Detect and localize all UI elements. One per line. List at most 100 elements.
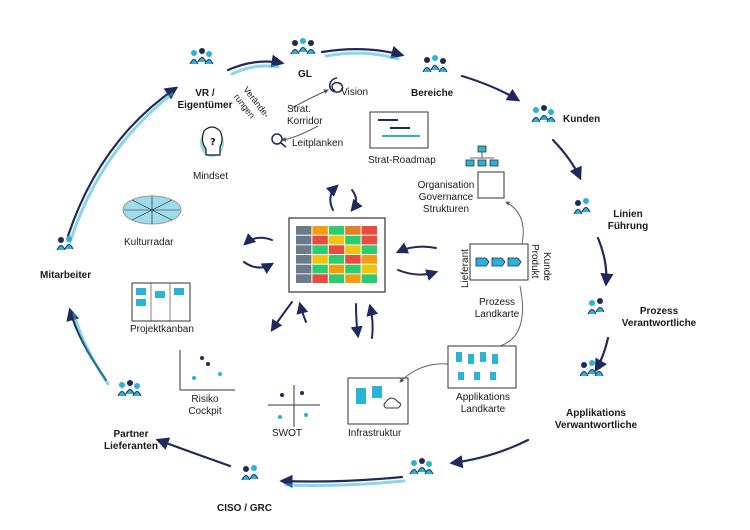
- matrix-cell: [296, 235, 312, 245]
- organisation-box: [477, 171, 505, 199]
- label-app-landkarte-line1: Applikations: [456, 392, 510, 403]
- label-strat-roadmap: Strat-Roadmap: [368, 155, 436, 166]
- risiko-cockpit-icon: [179, 350, 235, 391]
- matrix-cell: [312, 274, 328, 283]
- people-icon-linien: [573, 198, 591, 215]
- label-vr: VR / Eigentümer: [170, 88, 240, 112]
- label-risiko-cockpit: Risiko Cockpit: [180, 394, 230, 418]
- label-prozess: Prozess Verantwortliche: [612, 306, 706, 330]
- matrix-cell: [312, 226, 328, 235]
- matrix-cell: [328, 226, 345, 235]
- label-applikations-line2: Verwantwortliche: [554, 420, 638, 431]
- matrix-cell: [296, 264, 312, 274]
- people-icon-partner: [117, 380, 142, 397]
- label-prozess-line1: Prozess: [639, 306, 679, 317]
- label-swot: SWOT: [272, 428, 302, 439]
- label-infrastruktur: Infrastruktur: [348, 428, 402, 439]
- matrix-cell: [361, 235, 377, 245]
- projektkanban-icon: [131, 282, 191, 322]
- matrix-cell: [361, 245, 377, 254]
- arrow-veraenderungen-to-vision: [291, 89, 329, 109]
- arrow-bereiche-to-kunden: [460, 74, 521, 102]
- label-partner: Partner Lieferanten: [96, 429, 166, 453]
- mindset-head-icon: ?: [200, 126, 224, 157]
- label-partner-line2: Lieferanten: [104, 441, 158, 452]
- arrow-leitplanken: [281, 125, 319, 142]
- matrix-cell: [312, 264, 328, 274]
- matrix-cell: [328, 264, 345, 274]
- label-vr-line1: VR /: [195, 88, 215, 99]
- matrix-cell: [296, 245, 312, 254]
- label-strat-korridor-line2: Korridor: [287, 116, 323, 127]
- people-icon-kunden: [531, 105, 556, 123]
- kulturradar-icon: [122, 195, 182, 225]
- label-bereiche: Bereiche: [411, 88, 454, 99]
- strategy-cluster: [271, 77, 429, 149]
- roadmap-bars: [378, 119, 420, 137]
- label-prozess-landkarte-line1: Prozess: [478, 297, 516, 308]
- applikations-landkarte-icon: [447, 345, 517, 389]
- label-gl: GL: [298, 69, 312, 80]
- people-icon-ciso: [241, 465, 259, 481]
- center-arrows: [243, 184, 439, 339]
- label-prozess-line2: Verantwortliche: [621, 318, 697, 329]
- matrix-cell: [296, 274, 312, 283]
- label-projektkanban: Projektkanban: [130, 324, 194, 335]
- matrix-cell: [345, 235, 361, 245]
- matrix-cell: [361, 226, 377, 235]
- prozess-landkarte-icon: [469, 243, 529, 281]
- cyan-highlights: [68, 51, 406, 487]
- arrow-gl-to-bereiche: [320, 45, 405, 59]
- label-partner-line1: Partner: [113, 429, 149, 440]
- label-organisation-line1: Organisation: [417, 180, 475, 191]
- label-kunde: Kunde: [541, 252, 552, 281]
- center-matrix: [296, 226, 377, 283]
- matrix-cell: [328, 235, 345, 245]
- vision-swirl-icon: [329, 77, 344, 93]
- people-icon-vr: [189, 48, 214, 65]
- label-strat-korridor: Strat. Korridor: [287, 104, 323, 128]
- matrix-cell: [361, 255, 377, 264]
- people-icon-mitarbeiter: [56, 236, 74, 251]
- matrix-cell: [312, 235, 328, 245]
- label-prozess-landkarte-line2: Landkarte: [474, 309, 520, 320]
- roadmap-sketch: [369, 111, 429, 149]
- matrix-cell: [361, 264, 377, 274]
- label-applikations-line1: Applikations: [565, 408, 626, 419]
- matrix-cell: [345, 255, 361, 264]
- connector-lines: [399, 201, 524, 383]
- label-produkt: Produkt: [529, 244, 540, 279]
- label-leitplanken: Leitplanken: [292, 138, 344, 149]
- label-organisation: Organisation Governance Strukturen: [412, 180, 480, 216]
- label-kulturradar: Kulturradar: [124, 237, 174, 248]
- label-applikations: Applikations Verwantwortliche: [546, 408, 646, 432]
- label-linien-line1: Linien: [613, 209, 643, 220]
- outer-cycle-arrows: [66, 45, 614, 488]
- label-risiko-line2: Cockpit: [188, 406, 222, 417]
- matrix-cell: [312, 255, 328, 264]
- label-applikations-landkarte: Applikations Landkarte: [448, 392, 518, 416]
- arrow-bottom-to-ciso: [279, 474, 404, 488]
- label-mindset: Mindset: [193, 171, 229, 182]
- matrix-cell: [296, 255, 312, 264]
- label-app-landkarte-line2: Landkarte: [460, 404, 506, 415]
- matrix-cell: [312, 245, 328, 254]
- label-ciso: CISO / GRC: [217, 503, 273, 514]
- matrix-cell: [328, 274, 345, 283]
- label-strat-korridor-line1: Strat.: [287, 104, 311, 115]
- people-icon-prozess: [587, 298, 605, 315]
- label-linien-line2: Führung: [607, 221, 649, 232]
- arrow-mitarbeiter-to-vr: [66, 86, 179, 238]
- matrix-cell: [328, 255, 345, 264]
- label-risiko-line1: Risiko: [191, 394, 219, 405]
- label-organisation-line3: Strukturen: [422, 204, 470, 215]
- label-lieferant: Lieferant: [460, 249, 471, 288]
- label-vr-line2: Eigentümer: [177, 100, 233, 111]
- arrow-ciso-to-partner: [155, 437, 232, 468]
- arrow-vr-to-gl: [226, 54, 285, 72]
- matrix-cell: [345, 274, 361, 283]
- matrix-cell: [296, 226, 312, 235]
- swot-icon: [268, 385, 320, 427]
- people-icon-gl: [290, 38, 316, 55]
